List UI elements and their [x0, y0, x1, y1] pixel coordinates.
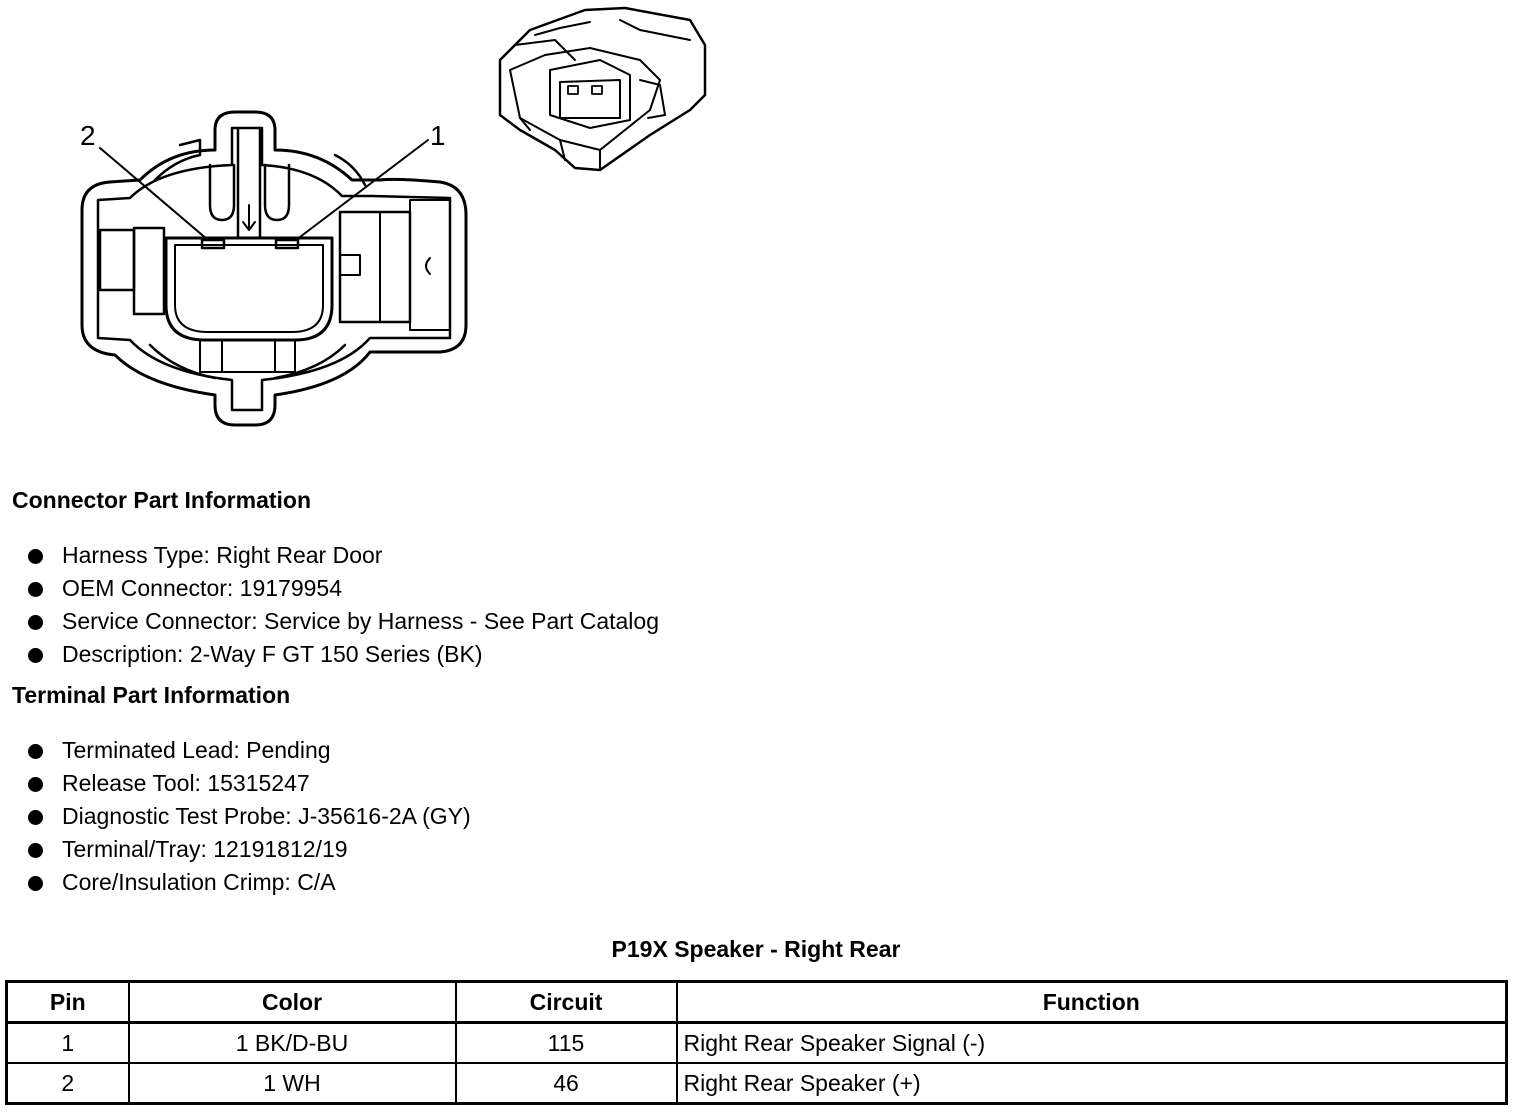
bullet-icon	[28, 615, 43, 630]
list-item: Terminated Lead: Pending	[28, 734, 471, 767]
list-item: Release Tool: 15315247	[28, 767, 471, 800]
terminal-part-info-list: Terminated Lead: Pending Release Tool: 1…	[28, 734, 471, 899]
pin-table: Pin Color Circuit Function 1 1 BK/D-BU 1…	[5, 980, 1508, 1105]
pin-table-title: P19X Speaker - Right Rear	[611, 936, 901, 962]
bullet-icon	[28, 744, 43, 759]
connector-part-info-title: Connector Part Information	[12, 487, 312, 513]
pin-callout-1: 1	[430, 120, 446, 151]
connector-part-info-list: Harness Type: Right Rear Door OEM Connec…	[28, 539, 659, 671]
column-header-function: Function	[675, 980, 1508, 1024]
connector-face-view	[80, 110, 468, 427]
cell-color: 1 BK/D-BU	[127, 1021, 457, 1064]
bullet-icon	[28, 843, 43, 858]
table-row: 2 1 WH 46 Right Rear Speaker (+)	[5, 1062, 1508, 1105]
bullet-icon	[28, 582, 43, 597]
terminal-part-info-title: Terminal Part Information	[12, 682, 291, 708]
bullet-icon	[28, 876, 43, 891]
list-item: Diagnostic Test Probe: J-35616-2A (GY)	[28, 800, 471, 833]
list-item: OEM Connector: 19179954	[28, 572, 659, 605]
table-row: 1 1 BK/D-BU 115 Right Rear Speaker Signa…	[5, 1021, 1508, 1064]
column-header-color: Color	[127, 980, 457, 1024]
bullet-icon	[28, 810, 43, 825]
cell-pin: 1	[5, 1021, 130, 1064]
column-header-pin: Pin	[5, 980, 130, 1024]
cell-color: 1 WH	[127, 1062, 457, 1105]
connector-illustration: 2 1	[0, 0, 760, 440]
column-header-circuit: Circuit	[454, 980, 678, 1024]
bullet-icon	[28, 549, 43, 564]
cell-circuit: 46	[454, 1062, 678, 1105]
cell-function: Right Rear Speaker Signal (-)	[675, 1021, 1508, 1064]
table-header-row: Pin Color Circuit Function	[5, 980, 1508, 1024]
list-item: Description: 2-Way F GT 150 Series (BK)	[28, 638, 659, 671]
list-item: Service Connector: Service by Harness - …	[28, 605, 659, 638]
cell-function: Right Rear Speaker (+)	[675, 1062, 1508, 1105]
list-item: Terminal/Tray: 12191812/19	[28, 833, 471, 866]
list-item: Harness Type: Right Rear Door	[28, 539, 659, 572]
bullet-icon	[28, 777, 43, 792]
cell-pin: 2	[5, 1062, 130, 1105]
pin-callout-2: 2	[80, 120, 96, 151]
cell-circuit: 115	[454, 1021, 678, 1064]
connector-perspective-view	[498, 6, 707, 172]
bullet-icon	[28, 648, 43, 663]
list-item: Core/Insulation Crimp: C/A	[28, 866, 471, 899]
